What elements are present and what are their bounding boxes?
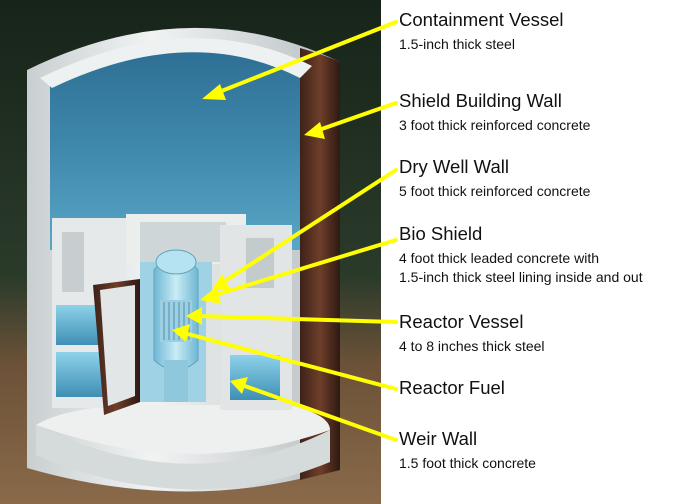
label-weir-wall: Weir Wall 1.5 foot thick concrete <box>399 428 536 473</box>
label-bio-shield: Bio Shield 4 foot thick leaded concrete … <box>399 223 643 287</box>
label-reactor-vessel: Reactor Vessel 4 to 8 inches thick steel <box>399 311 545 356</box>
bio-shield-inner-face <box>100 285 135 406</box>
reactor-vessel-skirt <box>164 360 188 402</box>
label-reactor-fuel: Reactor Fuel <box>399 377 505 399</box>
label-dry-well-wall: Dry Well Wall 5 foot thick reinforced co… <box>399 156 590 201</box>
label-title: Shield Building Wall <box>399 90 562 111</box>
arrow-dry-well <box>220 168 398 285</box>
arrow-reactor-vessel-head <box>186 307 202 325</box>
arrow-weir-wall-head <box>230 377 248 394</box>
suppression-pool-left <box>56 305 98 345</box>
arrow-containment-vessel <box>212 20 398 96</box>
label-shield-building-wall: Shield Building Wall 3 foot thick reinfo… <box>399 90 590 135</box>
arrow-bio-shield-head <box>200 287 221 304</box>
reactor-vessel-head <box>155 249 197 275</box>
pointer-arrows <box>172 20 398 442</box>
arrow-reactor-fuel-head <box>172 324 190 342</box>
label-containment-vessel: Containment Vessel 1.5-inch thick steel <box>399 9 564 54</box>
arrow-shield-building <box>314 101 398 133</box>
containment-vessel-interior <box>50 49 300 251</box>
label-desc: 1.5-inch thick steel <box>399 36 515 52</box>
arrow-reactor-vessel <box>196 314 398 324</box>
suppression-pool-right <box>230 355 280 400</box>
weir-wall <box>206 300 222 402</box>
dry-well-left-window <box>62 232 84 292</box>
base-floor <box>36 425 330 490</box>
arrow-containment-vessel-head <box>202 84 226 100</box>
label-desc: 1.5 foot thick concrete <box>399 455 536 471</box>
containment-rim <box>40 38 312 88</box>
arrow-dry-well-head <box>212 274 230 290</box>
label-title: Dry Well Wall <box>399 156 509 177</box>
arrow-shield-building-head <box>304 122 325 139</box>
label-desc: 4 to 8 inches thick steel <box>399 338 545 354</box>
label-desc: 4 foot thick leaded concrete with <box>399 250 600 266</box>
label-title: Reactor Fuel <box>399 377 505 398</box>
label-desc: 3 foot thick reinforced concrete <box>399 117 591 133</box>
arrow-reactor-fuel <box>182 331 398 391</box>
label-title: Containment Vessel <box>399 9 564 30</box>
label-desc-line2: 1.5-inch thick steel lining inside and o… <box>399 269 643 285</box>
arrow-weir-wall <box>240 383 398 442</box>
arrow-bio-shield <box>210 238 398 298</box>
label-title: Bio Shield <box>399 223 483 244</box>
base-floor-top <box>36 405 330 454</box>
label-title: Weir Wall <box>399 428 478 449</box>
label-desc: 5 foot thick reinforced concrete <box>399 183 591 199</box>
label-title: Reactor Vessel <box>399 311 524 332</box>
